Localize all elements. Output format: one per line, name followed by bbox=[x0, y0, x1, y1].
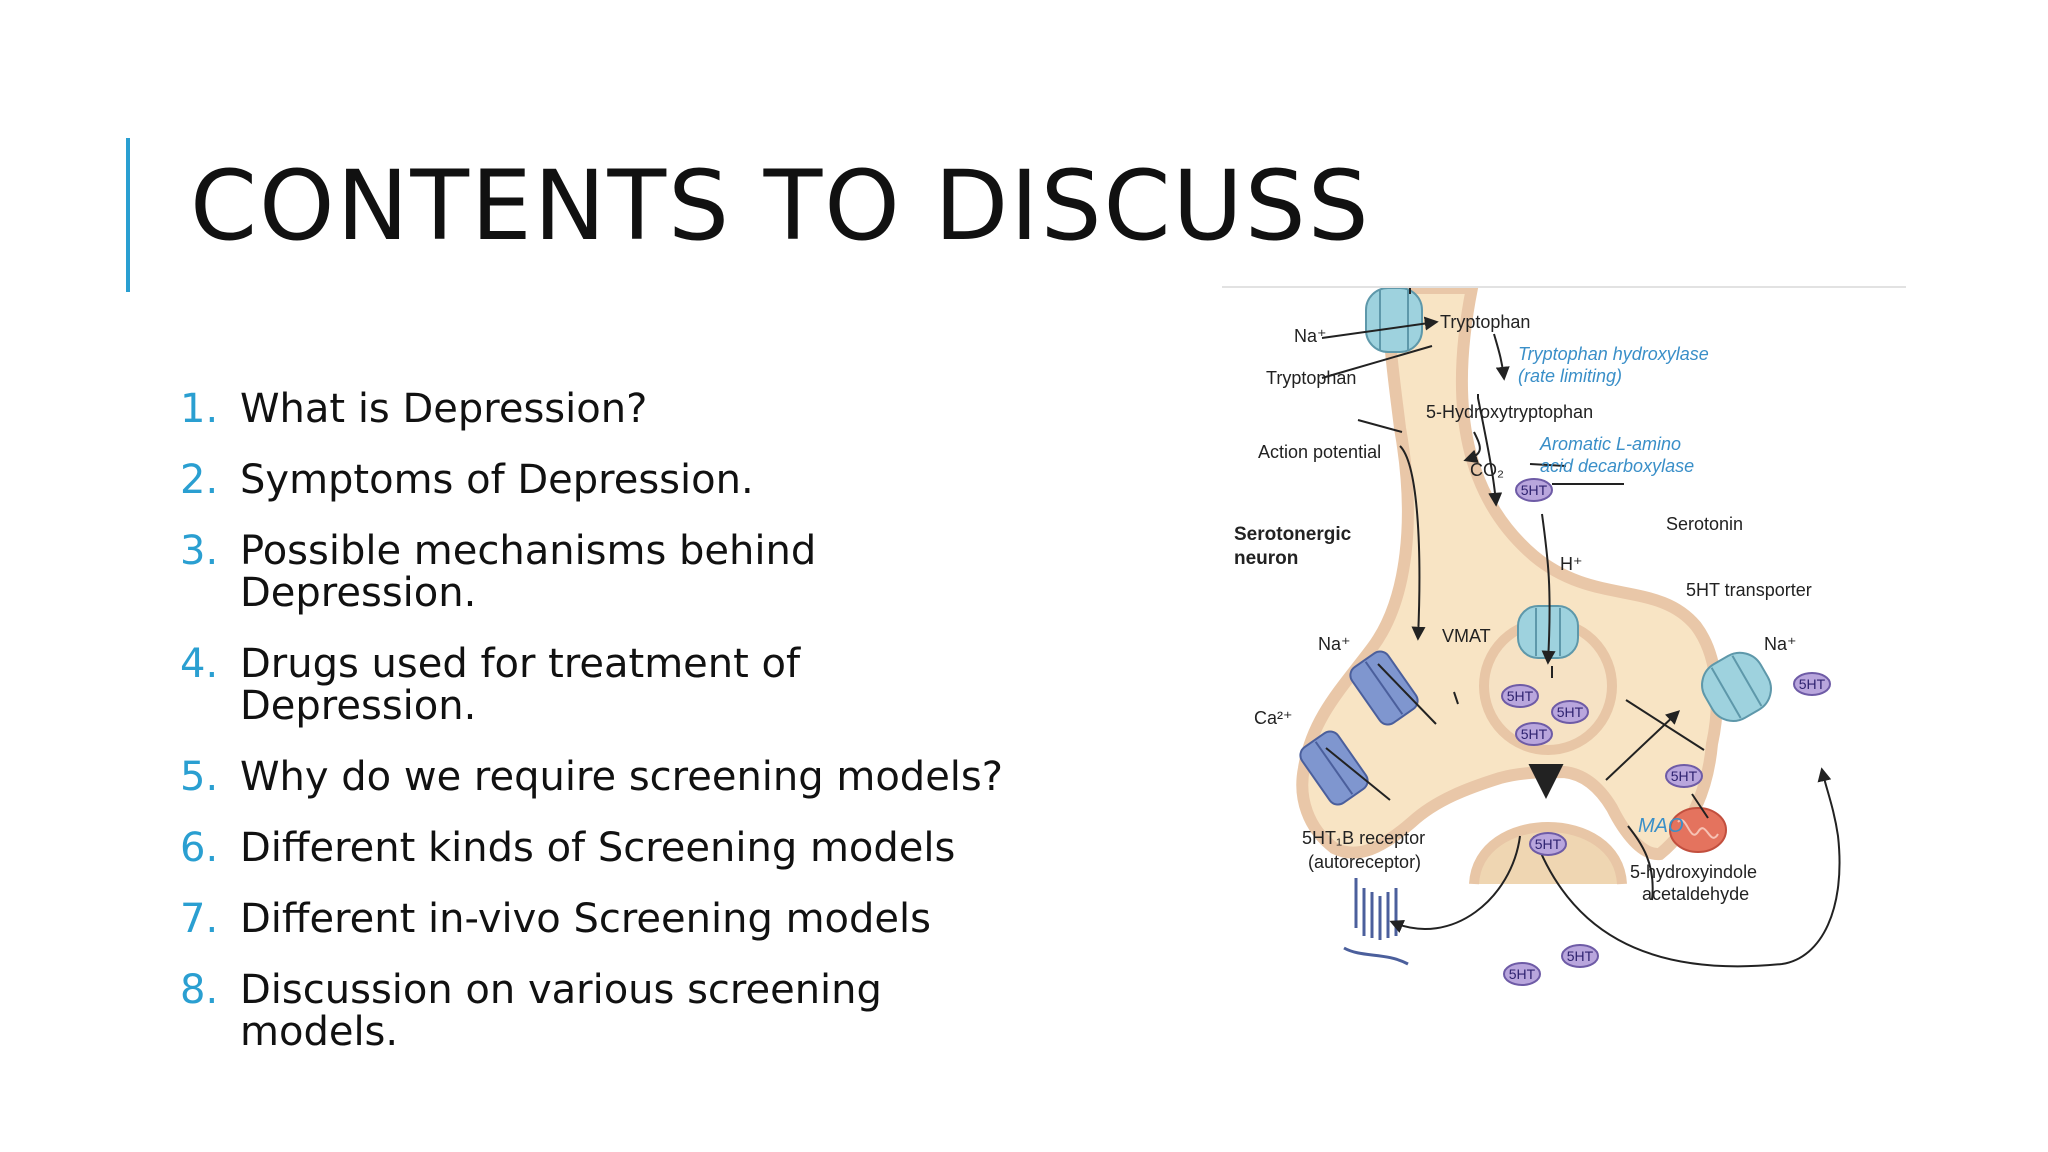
list-text: Symptoms of Depression. bbox=[240, 457, 754, 503]
label-metabolite-line1: 5-hydroxyindole bbox=[1630, 862, 1757, 882]
svg-text:5HT: 5HT bbox=[1509, 966, 1536, 982]
serotonin-pill-icon: 5HT bbox=[1501, 684, 1539, 708]
tryptophan-transporter-icon bbox=[1365, 288, 1423, 353]
calcium-channel-icon bbox=[1299, 730, 1369, 806]
list-text: Possible mechanisms behind Depression. bbox=[240, 528, 817, 616]
svg-text:5HT: 5HT bbox=[1567, 948, 1594, 964]
label-serotonin: Serotonin bbox=[1666, 514, 1743, 534]
svg-text:5HT: 5HT bbox=[1557, 704, 1584, 720]
slide-title: CONTENTS TO DISCUSS bbox=[190, 150, 1371, 262]
serotonin-pill-icon: 5HT bbox=[1551, 700, 1589, 724]
label-metabolite-line2: acetaldehyde bbox=[1642, 884, 1749, 904]
list-number: 7. bbox=[180, 896, 219, 942]
serotonin-pill-icon: 5HT bbox=[1515, 722, 1553, 746]
label-transporter: 5HT transporter bbox=[1686, 580, 1812, 600]
list-item: 3. Possible mechanisms behind Depression. bbox=[180, 530, 1040, 614]
list-text: Drugs used for treatment of Depression. bbox=[240, 641, 801, 729]
label-neuron-line2: neuron bbox=[1234, 548, 1298, 569]
neuron-body bbox=[1296, 288, 1723, 860]
list-text: Different kinds of Screening models bbox=[240, 825, 956, 871]
pathway-arrows bbox=[1321, 288, 1841, 968]
sodium-channel-icon bbox=[1349, 650, 1419, 726]
list-text: Different in-vivo Screening models bbox=[240, 896, 931, 942]
label-enzyme-1-line2: (rate limiting) bbox=[1518, 366, 1622, 386]
label-na-right: Na⁺ bbox=[1764, 634, 1797, 654]
list-item: 5. Why do we require screening models? bbox=[180, 756, 1040, 798]
label-mao: MAO bbox=[1638, 815, 1684, 837]
list-number: 6. bbox=[180, 825, 219, 871]
serotonin-pill-icon: 5HT bbox=[1561, 944, 1599, 968]
label-enzyme-2-line2: acid decarboxylase bbox=[1540, 456, 1694, 476]
contents-list: 1. What is Depression? 2. Symptoms of Depr… bbox=[180, 388, 1040, 1082]
label-enzyme-1-line1: Tryptophan hydroxylase bbox=[1518, 344, 1709, 364]
serotonin-molecules: 5HT 5HT 5HT 5HT 5HT 5HT 5HT 5HT 5HT bbox=[1501, 478, 1831, 986]
list-number: 4. bbox=[180, 641, 219, 687]
list-item: 2. Symptoms of Depression. bbox=[180, 459, 1040, 501]
label-na-left: Na⁺ bbox=[1318, 634, 1351, 654]
svg-text:5HT: 5HT bbox=[1671, 768, 1698, 784]
list-item: 4. Drugs used for treatment of Depression… bbox=[180, 643, 1040, 727]
list-item: 7. Different in-vivo Screening models bbox=[180, 898, 1040, 940]
list-item: 8. Discussion on various screening models… bbox=[180, 969, 1040, 1053]
label-receptor-line1: 5HT₁B receptor bbox=[1302, 828, 1425, 848]
list-number: 1. bbox=[180, 386, 219, 432]
serotonergic-neuron-diagram: 5HT 5HT 5HT 5HT 5HT 5HT 5HT 5HT 5HT Na⁺ … bbox=[1234, 288, 1841, 986]
serotonin-pill-icon: 5HT bbox=[1503, 962, 1541, 986]
autoreceptor-icon bbox=[1343, 878, 1409, 966]
svg-text:5HT: 5HT bbox=[1521, 726, 1548, 742]
label-ca: Ca²⁺ bbox=[1254, 708, 1293, 728]
label-vmat: VMAT bbox=[1442, 626, 1491, 646]
list-number: 8. bbox=[180, 967, 219, 1013]
serotonin-pill-icon: 5HT bbox=[1665, 764, 1703, 788]
serotonin-pill-icon: 5HT bbox=[1515, 478, 1553, 502]
title-rule bbox=[1222, 286, 1906, 288]
list-item: 6. Different kinds of Screening models bbox=[180, 827, 1040, 869]
svg-text:5HT: 5HT bbox=[1507, 688, 1534, 704]
serotonin-pill-icon: 5HT bbox=[1793, 672, 1831, 696]
serotonin-transporter-icon bbox=[1701, 651, 1772, 722]
list-number: 5. bbox=[180, 754, 219, 800]
label-receptor-line2: (autoreceptor) bbox=[1308, 852, 1421, 872]
label-tryptophan-in: Tryptophan bbox=[1440, 312, 1530, 332]
label-action-potential: Action potential bbox=[1258, 442, 1381, 462]
label-co2: CO₂ bbox=[1470, 460, 1504, 480]
svg-text:5HT: 5HT bbox=[1521, 482, 1548, 498]
list-text: What is Depression? bbox=[240, 386, 648, 432]
label-enzyme-2-line1: Aromatic L-amino bbox=[1539, 434, 1681, 454]
label-hydroxytryptophan: 5-Hydroxytryptophan bbox=[1426, 402, 1593, 422]
mitochondrion-icon bbox=[1669, 807, 1727, 853]
svg-text:5HT: 5HT bbox=[1799, 676, 1826, 692]
list-text: Discussion on various screening models. bbox=[240, 967, 882, 1055]
svg-text:5HT: 5HT bbox=[1535, 836, 1562, 852]
label-na-top: Na⁺ bbox=[1294, 326, 1327, 346]
label-neuron-line1: Serotonergic bbox=[1234, 524, 1352, 545]
list-number: 2. bbox=[180, 457, 219, 503]
list-item: 1. What is Depression? bbox=[180, 388, 1040, 430]
list-text: Why do we require screening models? bbox=[240, 754, 1003, 800]
label-h-plus: H⁺ bbox=[1560, 554, 1583, 574]
vmat-transporter-icon bbox=[1517, 605, 1579, 659]
label-tryptophan-out: Tryptophan bbox=[1266, 368, 1356, 388]
title-accent-bar bbox=[126, 138, 130, 292]
list-number: 3. bbox=[180, 528, 219, 574]
serotonin-pill-icon: 5HT bbox=[1529, 832, 1567, 856]
